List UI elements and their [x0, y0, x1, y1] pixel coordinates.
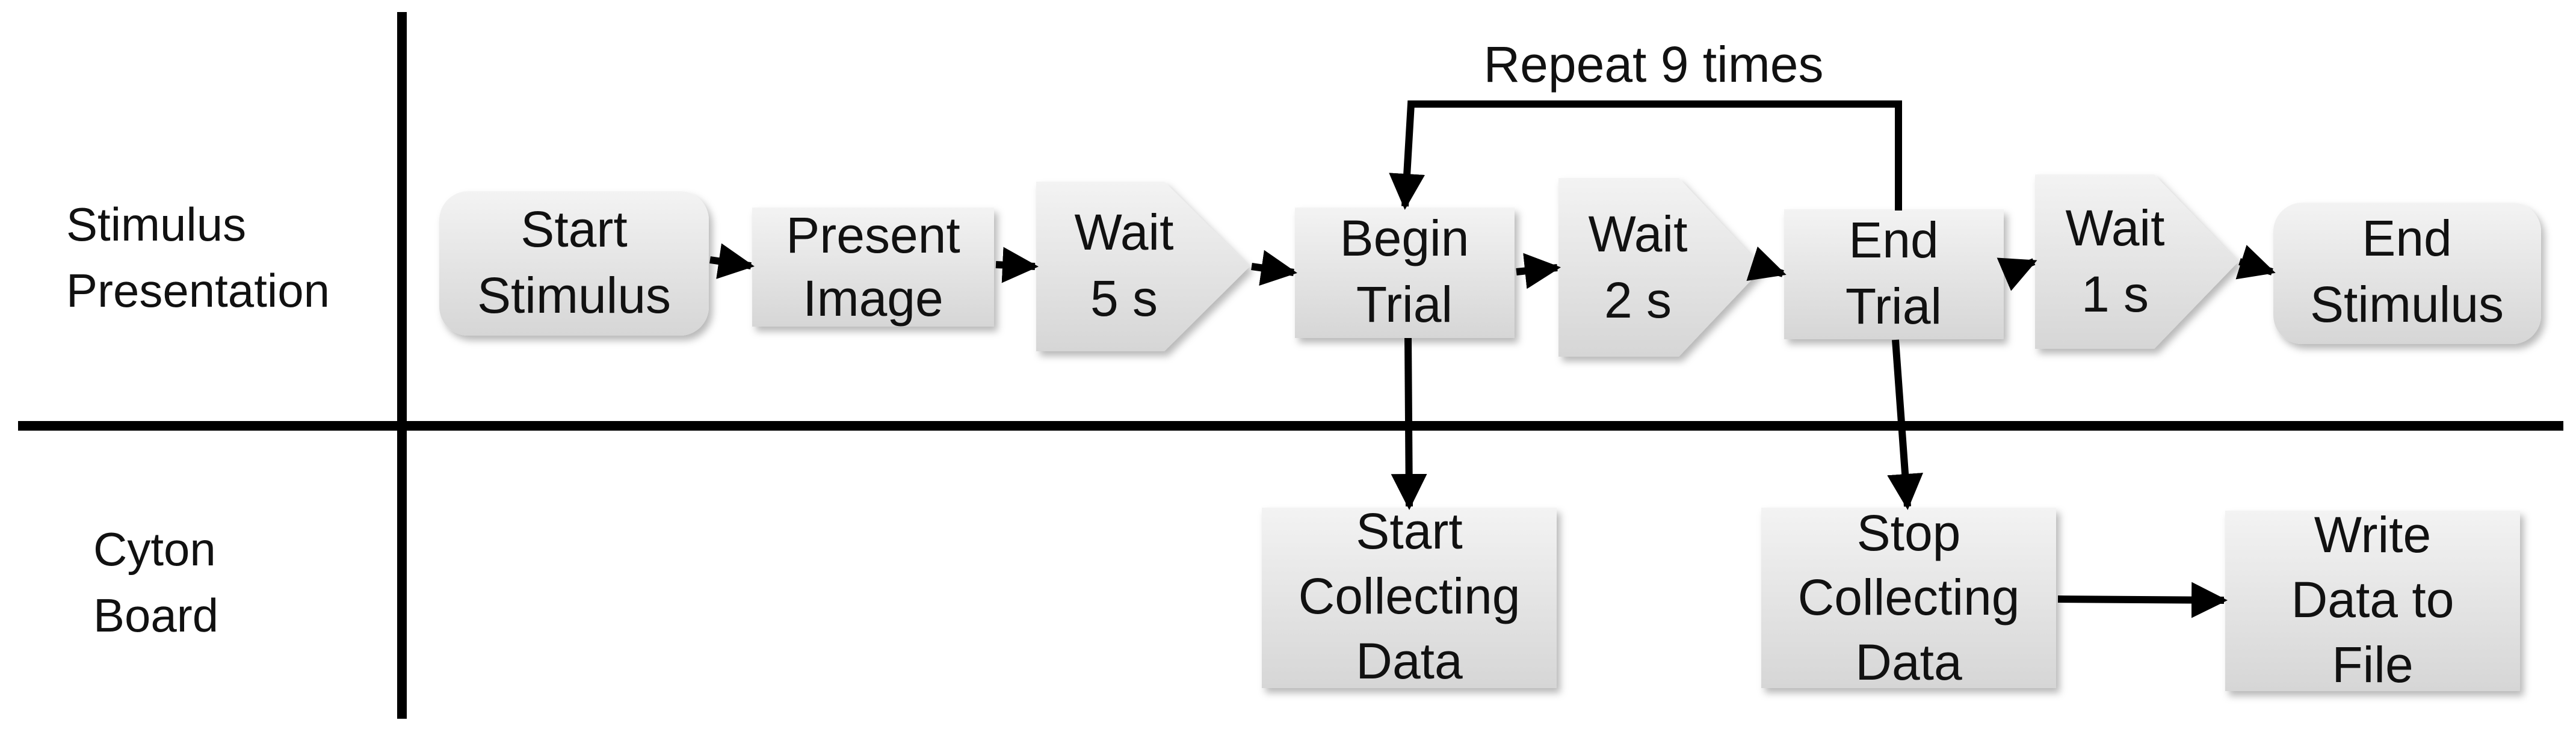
- end-trial-label-2: Trial: [1846, 278, 1942, 334]
- arrow-wait2-to-end: [1746, 246, 1787, 281]
- wait-1s-label-2: 1 s: [2081, 266, 2149, 322]
- start-collecting-node: [1262, 508, 1557, 688]
- write-data-label-1: Write: [2314, 506, 2431, 563]
- present-image-node: [752, 208, 994, 327]
- begin-trial-node: [1295, 208, 1515, 338]
- wait-2s-label-1: Wait: [1589, 206, 1688, 262]
- wait-5s-node: [1036, 182, 1250, 351]
- loop-label: Repeat 9 times: [1484, 36, 1824, 93]
- end-stimulus-label-2: Stimulus: [2310, 276, 2504, 333]
- arrow-begin-to-wait2: [1516, 253, 1561, 289]
- end-trial-node: [1784, 209, 2004, 339]
- present-image-label-2: Image: [803, 270, 943, 327]
- wait-2s-node: [1558, 178, 1763, 357]
- end-stimulus-node: [2273, 203, 2541, 344]
- lane-label-stimulus-line1: Stimulus: [66, 198, 246, 251]
- start-stimulus-label-1: Start: [520, 201, 627, 257]
- start-collecting-label-2: Collecting: [1299, 568, 1521, 624]
- end-trial-label-1: End: [1849, 212, 1938, 268]
- arrow-end-to-stop-collecting: [1887, 339, 1924, 510]
- write-data-label-2: Data to: [2291, 571, 2454, 628]
- start-stimulus-node: [439, 191, 709, 336]
- wait-5s-label-1: Wait: [1075, 204, 1174, 260]
- end-stimulus-label-1: End: [2362, 210, 2451, 266]
- lane-label-cyton-line1: Cyton: [93, 523, 216, 576]
- begin-trial-label-1: Begin: [1340, 210, 1469, 266]
- arrow-end-to-wait1: [1997, 257, 2037, 291]
- start-collecting-label-1: Start: [1356, 503, 1462, 559]
- start-collecting-label-3: Data: [1356, 633, 1463, 689]
- begin-trial-label-2: Trial: [1356, 276, 1453, 333]
- write-data-node: [2225, 511, 2520, 691]
- arrow-wait5-to-begin: [1251, 250, 1297, 286]
- wait-1s-node: [2035, 174, 2238, 349]
- wait-2s-label-2: 2 s: [1604, 272, 1672, 328]
- stop-collecting-label-1: Stop: [1857, 505, 1961, 561]
- arrow-wait1-to-endstim: [2235, 245, 2276, 280]
- write-data-label-3: File: [2332, 636, 2413, 693]
- stop-collecting-label-3: Data: [1855, 634, 1962, 690]
- start-stimulus-label-2: Stimulus: [477, 267, 671, 324]
- present-image-label-1: Present: [786, 207, 960, 263]
- lane-label-cyton-line2: Board: [93, 589, 218, 642]
- arrow-start-to-present: [709, 243, 755, 279]
- arrow-stop-to-write: [2057, 582, 2228, 618]
- arrow-begin-to-start-collecting: [1391, 337, 1427, 510]
- stop-collecting-node: [1761, 508, 2056, 688]
- loop-arrow-repeat: [1389, 100, 1902, 211]
- wait-1s-label-1: Wait: [2066, 200, 2165, 256]
- arrow-present-to-wait5: [995, 247, 1039, 283]
- lane-label-stimulus-line2: Presentation: [66, 264, 330, 317]
- stop-collecting-label-2: Collecting: [1798, 569, 2020, 626]
- wait-5s-label-2: 5 s: [1090, 270, 1158, 327]
